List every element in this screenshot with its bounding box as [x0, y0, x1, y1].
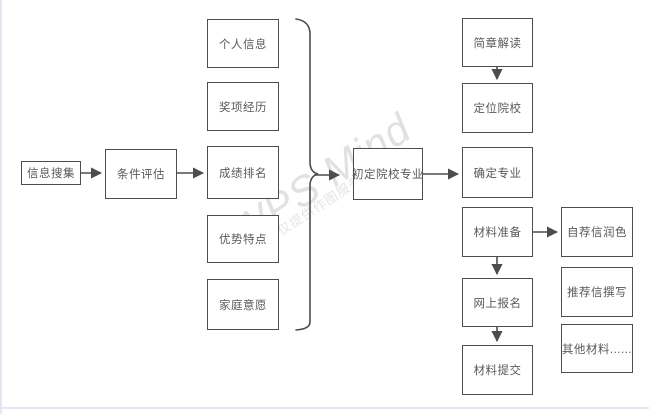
page-edge-bottom: [0, 407, 649, 409]
node-condition-evaluation[interactable]: 条件评估: [105, 149, 177, 199]
node-self-recommendation-letter[interactable]: 自荐信润色: [561, 207, 633, 257]
node-recommendation-letter[interactable]: 推荐信撰写: [561, 267, 633, 317]
node-award-experience[interactable]: 奖项经历: [207, 82, 279, 131]
node-initial-school-major[interactable]: 初定院校专业: [352, 148, 424, 200]
node-brochure-reading[interactable]: 简章解读: [462, 18, 533, 67]
node-school-positioning[interactable]: 定位院校: [462, 83, 533, 133]
node-major-confirmation[interactable]: 确定专业: [462, 147, 533, 198]
page-edge-left: [0, 0, 2, 414]
node-material-preparation[interactable]: 材料准备: [462, 207, 533, 257]
node-other-materials[interactable]: 其他材料......: [561, 324, 633, 373]
node-strength-traits[interactable]: 优势特点: [207, 215, 279, 263]
node-grade-ranking[interactable]: 成绩排名: [207, 146, 279, 199]
brace-factors-group: [295, 18, 319, 331]
node-info-collection[interactable]: 信息搜集: [21, 161, 81, 185]
node-material-submission[interactable]: 材料提交: [462, 345, 533, 395]
node-personal-info[interactable]: 个人信息: [207, 19, 279, 68]
node-online-registration[interactable]: 网上报名: [462, 278, 533, 327]
node-family-wishes[interactable]: 家庭意愿: [207, 279, 279, 330]
